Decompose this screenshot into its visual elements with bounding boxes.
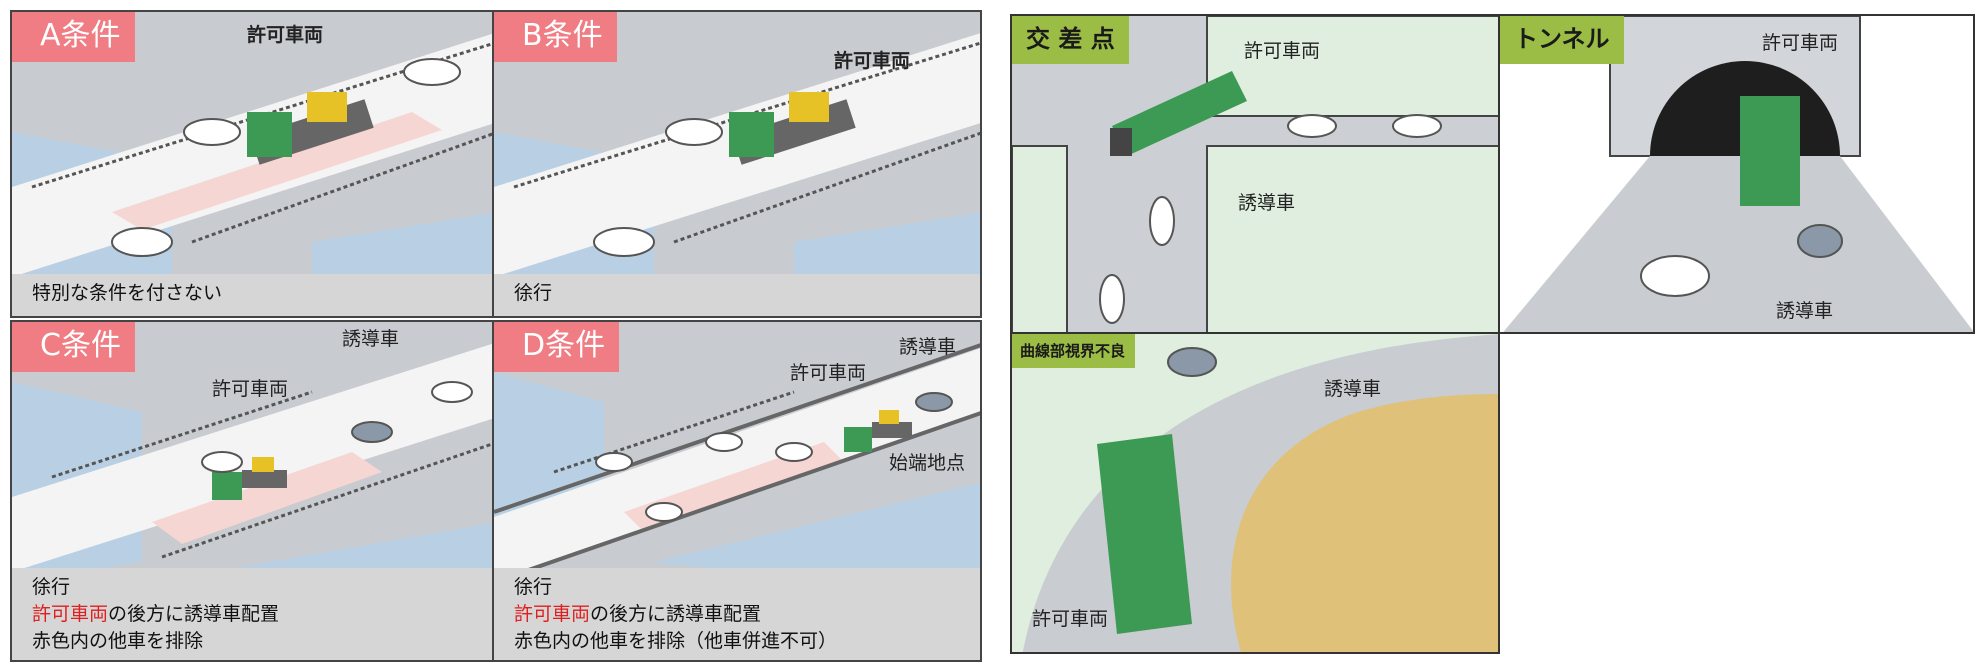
- curve-panel: 曲線部視界不良 誘導車 許可車両: [1010, 332, 1500, 654]
- panel-a-caption: 特別な条件を付さない: [12, 274, 494, 316]
- panel-b-caption: 徐行: [494, 274, 980, 316]
- car-icon: [1640, 224, 1843, 297]
- panel-d-caption: 徐行 許可車両の後方に誘導車配置 赤色内の他車を排除（他車併進不可）: [494, 568, 980, 660]
- curve-title: 曲線部視界不良: [1012, 334, 1136, 368]
- panel-a-scene: [12, 12, 494, 316]
- truck-icon: [844, 410, 912, 452]
- guide-vehicle-label: 誘導車: [1238, 192, 1296, 214]
- panel-d: D条件 誘導車 許可車両 始端地点 徐行 許可車両の後方に誘導車配置 赤色内の他…: [492, 320, 982, 662]
- caption-text: 特別な条件を付さない: [32, 282, 223, 304]
- panel-b-scene: [494, 12, 980, 316]
- guide-vehicle-label: 誘導車: [1776, 300, 1834, 322]
- panel-c: C条件 誘導車 許可車両 徐行 許可車両の後方に誘導車配置 赤色内の他車を排除: [10, 320, 496, 662]
- permit-vehicle-label: 許可車両: [1032, 608, 1109, 630]
- truck-icon: [1097, 434, 1192, 634]
- caption-rest: の後方に誘導車配置: [590, 603, 762, 625]
- caption-line-3: 赤色内の他車を排除: [32, 630, 204, 652]
- intersection-panel: 交 差 点 許可車両 誘導車: [1010, 14, 1500, 334]
- permit-vehicle-label: 許可車両: [1762, 32, 1839, 54]
- condition-badge-d: D条件: [494, 322, 620, 372]
- caption-line-2: 許可車両の後方に誘導車配置: [514, 601, 962, 628]
- permit-vehicle-label: 許可車両: [247, 24, 324, 46]
- caption-line-1: 徐行: [32, 576, 71, 598]
- caption-line-2: 許可車両の後方に誘導車配置: [32, 601, 476, 628]
- truck-icon: [247, 92, 374, 165]
- intersection-scene: [1012, 16, 1498, 332]
- tunnel-panel: トンネル 許可車両 誘導車: [1498, 14, 1975, 334]
- tunnel-scene: [1500, 16, 1973, 332]
- permit-vehicle-label: 許可車両: [834, 50, 911, 72]
- condition-badge-c: C条件: [12, 322, 135, 372]
- start-point-label: 始端地点: [889, 452, 966, 474]
- guide-vehicle-label: 誘導車: [342, 328, 400, 350]
- curve-scene: [1012, 334, 1498, 652]
- permit-vehicle-label: 許可車両: [790, 362, 867, 384]
- caption-red-text: 許可車両: [514, 603, 591, 625]
- truck-icon: [729, 92, 856, 165]
- intersection-title: 交 差 点: [1012, 16, 1129, 64]
- tunnel-title: トンネル: [1500, 16, 1624, 64]
- car-icon: [595, 392, 953, 522]
- car-icon: [111, 58, 461, 257]
- caption-red-text: 許可車両: [32, 603, 109, 625]
- permit-vehicle-label: 許可車両: [212, 378, 289, 400]
- condition-badge-b: B条件: [494, 12, 617, 62]
- truck-icon: [1740, 96, 1800, 206]
- caption-text: 徐行: [514, 282, 553, 304]
- panel-a: A条件 許可車両 特別な条件を付さない: [10, 10, 496, 318]
- panel-b: B条件 許可車両 徐行: [492, 10, 982, 318]
- guide-vehicle-label: 誘導車: [899, 336, 957, 358]
- guide-vehicle-label: 誘導車: [1324, 378, 1382, 400]
- caption-line-1: 徐行: [514, 576, 553, 598]
- truck-icon: [1110, 71, 1247, 156]
- car-icon: [1167, 347, 1217, 377]
- truck-icon: [212, 457, 287, 500]
- condition-badge-a: A条件: [12, 12, 135, 62]
- caption-line-3: 赤色内の他車を排除（他車併進不可）: [514, 630, 838, 652]
- permit-vehicle-label: 許可車両: [1244, 40, 1321, 62]
- caption-rest: の後方に誘導車配置: [108, 603, 280, 625]
- panel-c-caption: 徐行 許可車両の後方に誘導車配置 赤色内の他車を排除: [12, 568, 494, 660]
- car-icon: [201, 381, 473, 473]
- car-icon: [1099, 114, 1442, 324]
- car-icon: [593, 118, 723, 257]
